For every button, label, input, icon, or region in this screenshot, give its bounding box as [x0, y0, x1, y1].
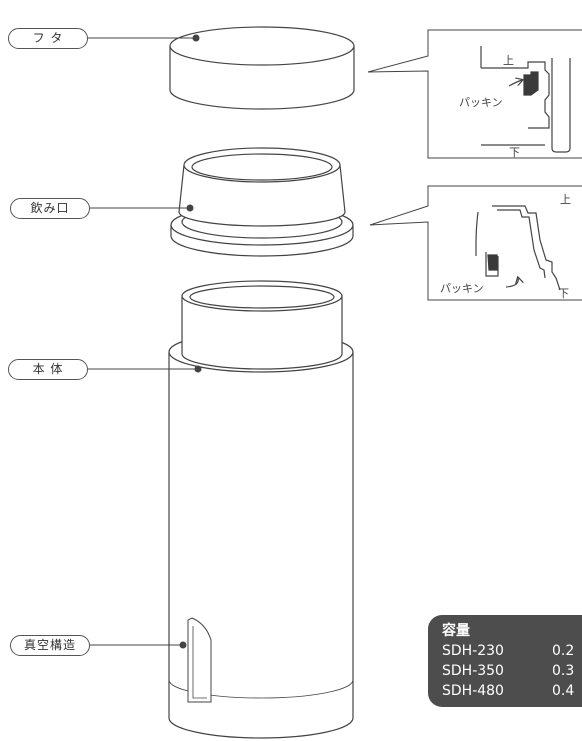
label-lid: フ タ — [8, 28, 88, 49]
leader-lines — [88, 37, 198, 646]
capacity-value: 0.2 — [552, 643, 575, 659]
lid-leader-dot — [192, 34, 200, 42]
spout-part — [170, 147, 354, 257]
capacity-title: 容量 — [442, 623, 470, 639]
capacity-row: SDH-230 0.2 — [442, 641, 582, 661]
body-part — [168, 280, 354, 739]
body-leader-dot — [194, 365, 202, 373]
lid-gasket-label: パッキン — [459, 96, 503, 109]
spout-gasket-label: パッキン — [440, 282, 484, 295]
label-spout: 飲み口 — [10, 198, 90, 219]
lid-down-label: 下 — [509, 146, 520, 159]
label-body: 本 体 — [8, 359, 88, 380]
capacity-value: 0.4 — [552, 683, 575, 699]
lid-up-label: 上 — [503, 54, 514, 67]
spout-down-label: 下 — [558, 287, 569, 300]
capacity-model: SDH-350 — [442, 663, 504, 679]
label-vacuum-structure: 真空構造 — [10, 635, 90, 656]
capacity-model: SDH-480 — [442, 683, 504, 699]
lid-part — [169, 26, 355, 110]
capacity-box: 容量 SDH-230 0.2 SDH-350 0.3 SDH-480 0.4 — [428, 615, 582, 707]
spout-up-label: 上 — [560, 193, 571, 206]
callout-lid-detail — [367, 29, 582, 159]
capacity-row: SDH-480 0.4 — [442, 681, 582, 701]
capacity-model: SDH-230 — [442, 643, 504, 659]
callout-spout-detail — [369, 185, 582, 301]
spout-leader-dot — [186, 204, 194, 212]
vacuum-leader-dot — [179, 641, 187, 649]
capacity-value: 0.3 — [552, 663, 575, 679]
capacity-row: SDH-350 0.3 — [442, 661, 582, 681]
